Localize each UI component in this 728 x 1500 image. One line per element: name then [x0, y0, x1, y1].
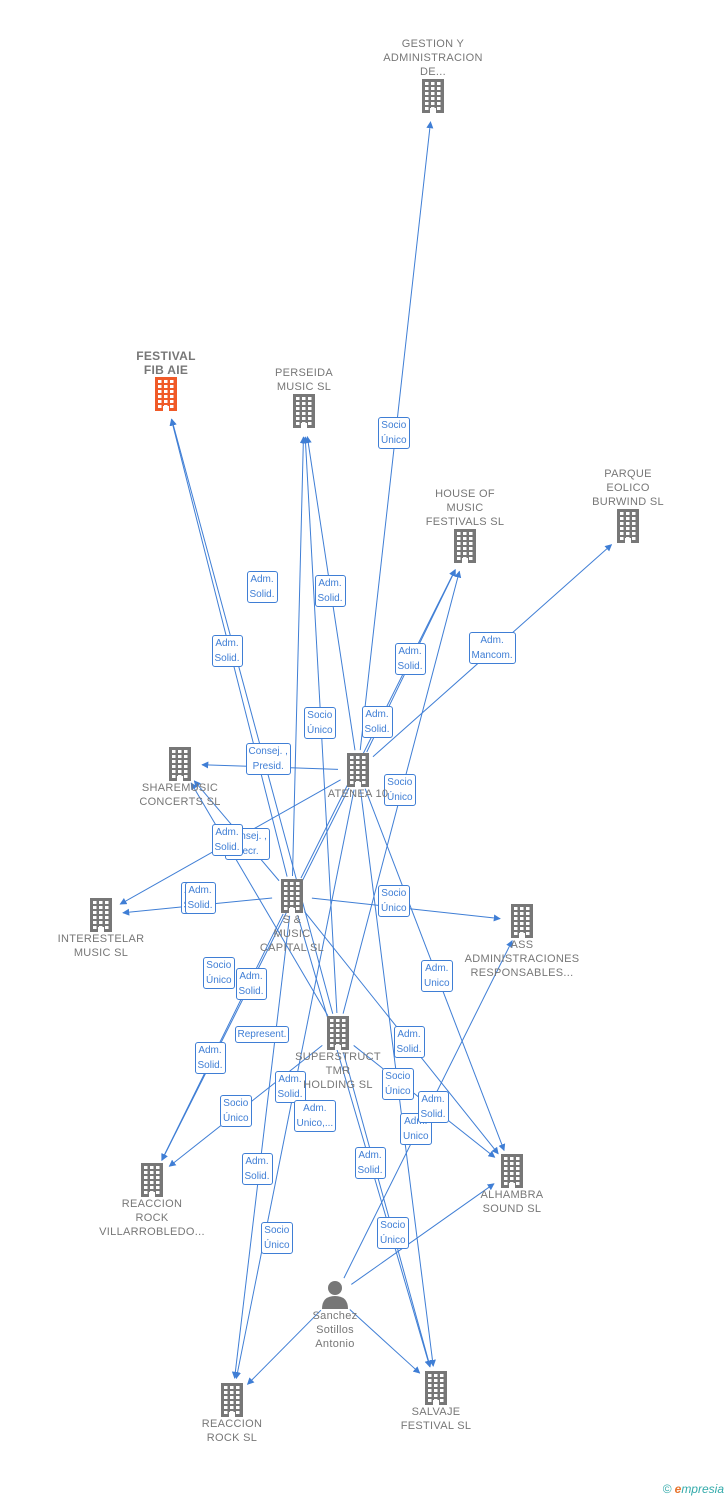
node-label: PARQUE EOLICO BURWIND SL	[592, 468, 664, 508]
edge-label[interactable]: Socio Único	[261, 1222, 293, 1254]
edge-label[interactable]: Socio Único	[378, 885, 410, 917]
node-salvaje[interactable]: SALVAJE FESTIVAL SL	[361, 1371, 511, 1433]
node-smusic[interactable]: S & MUSIC CAPITAL SL	[217, 879, 367, 955]
node-parque[interactable]: PARQUE EOLICO BURWIND SL	[553, 467, 703, 543]
edge-label[interactable]: Adm. Solid.	[314, 575, 346, 607]
edge-sanchez-reaccion	[246, 1309, 322, 1385]
edge-label[interactable]: Consej. , Presid.	[245, 743, 291, 775]
node-festival[interactable]: FESTIVAL FIB AIE	[91, 349, 241, 411]
edge-smusic-perseida	[291, 436, 307, 877]
node-label: PERSEIDA MUSIC SL	[274, 367, 334, 393]
building-icon	[454, 529, 476, 563]
node-atenea[interactable]: ATENEA 10	[283, 753, 433, 801]
node-label: FESTIVAL FIB AIE	[136, 349, 196, 377]
node-label: ATENEA 10	[327, 788, 389, 800]
edge-label[interactable]: Socio Único	[377, 1217, 409, 1249]
edge-label[interactable]: Adm. Mancom.	[468, 632, 516, 664]
edge-label[interactable]: Adm. Solid.	[393, 1026, 425, 1058]
edge-label[interactable]: Adm. Solid.	[241, 1153, 273, 1185]
edge-label[interactable]: Represent.	[234, 1025, 290, 1043]
node-label: INTERESTELAR MUSIC SL	[57, 933, 145, 959]
edge-label[interactable]: Adm. Solid.	[274, 1071, 306, 1103]
building-icon	[347, 753, 369, 787]
footer-brand[interactable]: ©empresia	[663, 1482, 724, 1496]
building-icon	[422, 79, 444, 113]
node-alhambra[interactable]: ALHAMBRA SOUND SL	[437, 1154, 587, 1216]
node-villarrobledo[interactable]: REACCION ROCK VILLARROBLEDO...	[77, 1163, 227, 1239]
edge-smusic-reaccion	[231, 915, 291, 1379]
edge-label[interactable]: Socio Único	[378, 417, 410, 449]
brand-name: mpresia	[681, 1482, 724, 1496]
edge-label[interactable]: Adm. Solid.	[235, 968, 267, 1000]
edge-superstruct-salvaje	[342, 1052, 432, 1368]
building-icon	[511, 904, 533, 938]
node-interestelar[interactable]: INTERESTELAR MUSIC SL	[26, 898, 176, 960]
node-label: GESTION Y ADMINISTRACION DE...	[383, 38, 483, 78]
edge-label[interactable]: Adm. Solid.	[211, 824, 243, 856]
node-gestion[interactable]: GESTION Y ADMINISTRACION DE...	[358, 37, 508, 113]
edge-sanchez-alhambra	[351, 1183, 495, 1285]
node-label: SHAREMUSIC CONCERTS SL	[139, 782, 221, 808]
node-ass[interactable]: ASS ADMINISTRACIONES RESPONSABLES...	[447, 904, 597, 980]
node-reaccion[interactable]: REACCION ROCK SL	[157, 1383, 307, 1445]
edge-label[interactable]: Adm. Solid.	[184, 882, 216, 914]
edge-smusic-salvaje	[297, 915, 432, 1368]
building-icon	[221, 1383, 243, 1417]
node-label: Sanchez Sotillos Antonio	[312, 1310, 358, 1350]
node-sharemusic[interactable]: SHAREMUSIC CONCERTS SL	[105, 747, 255, 809]
building-icon	[141, 1163, 163, 1197]
building-icon	[90, 898, 112, 932]
building-icon	[501, 1154, 523, 1188]
node-label: SALVAJE FESTIVAL SL	[400, 1406, 472, 1432]
edge-label[interactable]: Adm. Solid.	[417, 1091, 449, 1123]
edge-label[interactable]: Adm. Solid.	[211, 635, 243, 667]
edge-label[interactable]: Socio Único	[220, 1095, 252, 1127]
building-icon	[293, 394, 315, 428]
building-icon	[169, 747, 191, 781]
building-icon	[281, 879, 303, 913]
edge-label[interactable]: Adm. Unico,...	[293, 1100, 337, 1132]
building-icon	[617, 509, 639, 543]
edge-label[interactable]: Socio Único	[304, 707, 336, 739]
edge-label[interactable]: Socio Único	[203, 957, 235, 989]
copyright-symbol: ©	[662, 1482, 672, 1496]
edge-sanchez-salvaje	[349, 1309, 421, 1374]
node-superstruct[interactable]: SUPERSTRUCT TMR HOLDING SL	[263, 1016, 413, 1092]
edge-label[interactable]: Socio Único	[384, 774, 416, 806]
node-label: REACCION ROCK SL	[201, 1418, 263, 1444]
building-icon	[425, 1371, 447, 1405]
edge-label[interactable]: Adm. Solid.	[246, 571, 278, 603]
brand-initial: e	[674, 1482, 682, 1496]
building-icon	[155, 377, 177, 411]
edge-label[interactable]: Socio Único	[382, 1068, 414, 1100]
node-label: HOUSE OF MUSIC FESTIVALS SL	[425, 488, 505, 528]
edge-label[interactable]: Adm. Solid.	[194, 1042, 226, 1074]
edge-label[interactable]: Adm. Solid.	[354, 1147, 386, 1179]
building-icon	[327, 1016, 349, 1050]
node-label: SUPERSTRUCT TMR HOLDING SL	[295, 1051, 381, 1091]
edge-smusic-villarrobledo	[161, 913, 284, 1161]
node-perseida[interactable]: PERSEIDA MUSIC SL	[229, 366, 379, 428]
node-house[interactable]: HOUSE OF MUSIC FESTIVALS SL	[390, 487, 540, 563]
node-label: ASS ADMINISTRACIONES RESPONSABLES...	[464, 939, 580, 979]
person-icon	[322, 1281, 348, 1309]
node-label: REACCION ROCK VILLARROBLEDO...	[99, 1198, 205, 1238]
node-sanchez[interactable]: Sanchez Sotillos Antonio	[260, 1279, 410, 1351]
edge-label[interactable]: Adm. Solid.	[394, 643, 426, 675]
edge-label[interactable]: Adm. Unico	[421, 960, 453, 992]
node-label: ALHAMBRA SOUND SL	[480, 1189, 544, 1215]
edge-label[interactable]: Adm. Solid.	[361, 706, 393, 738]
edge-superstruct-festival	[170, 418, 334, 1014]
node-label: S & MUSIC CAPITAL SL	[259, 914, 325, 954]
